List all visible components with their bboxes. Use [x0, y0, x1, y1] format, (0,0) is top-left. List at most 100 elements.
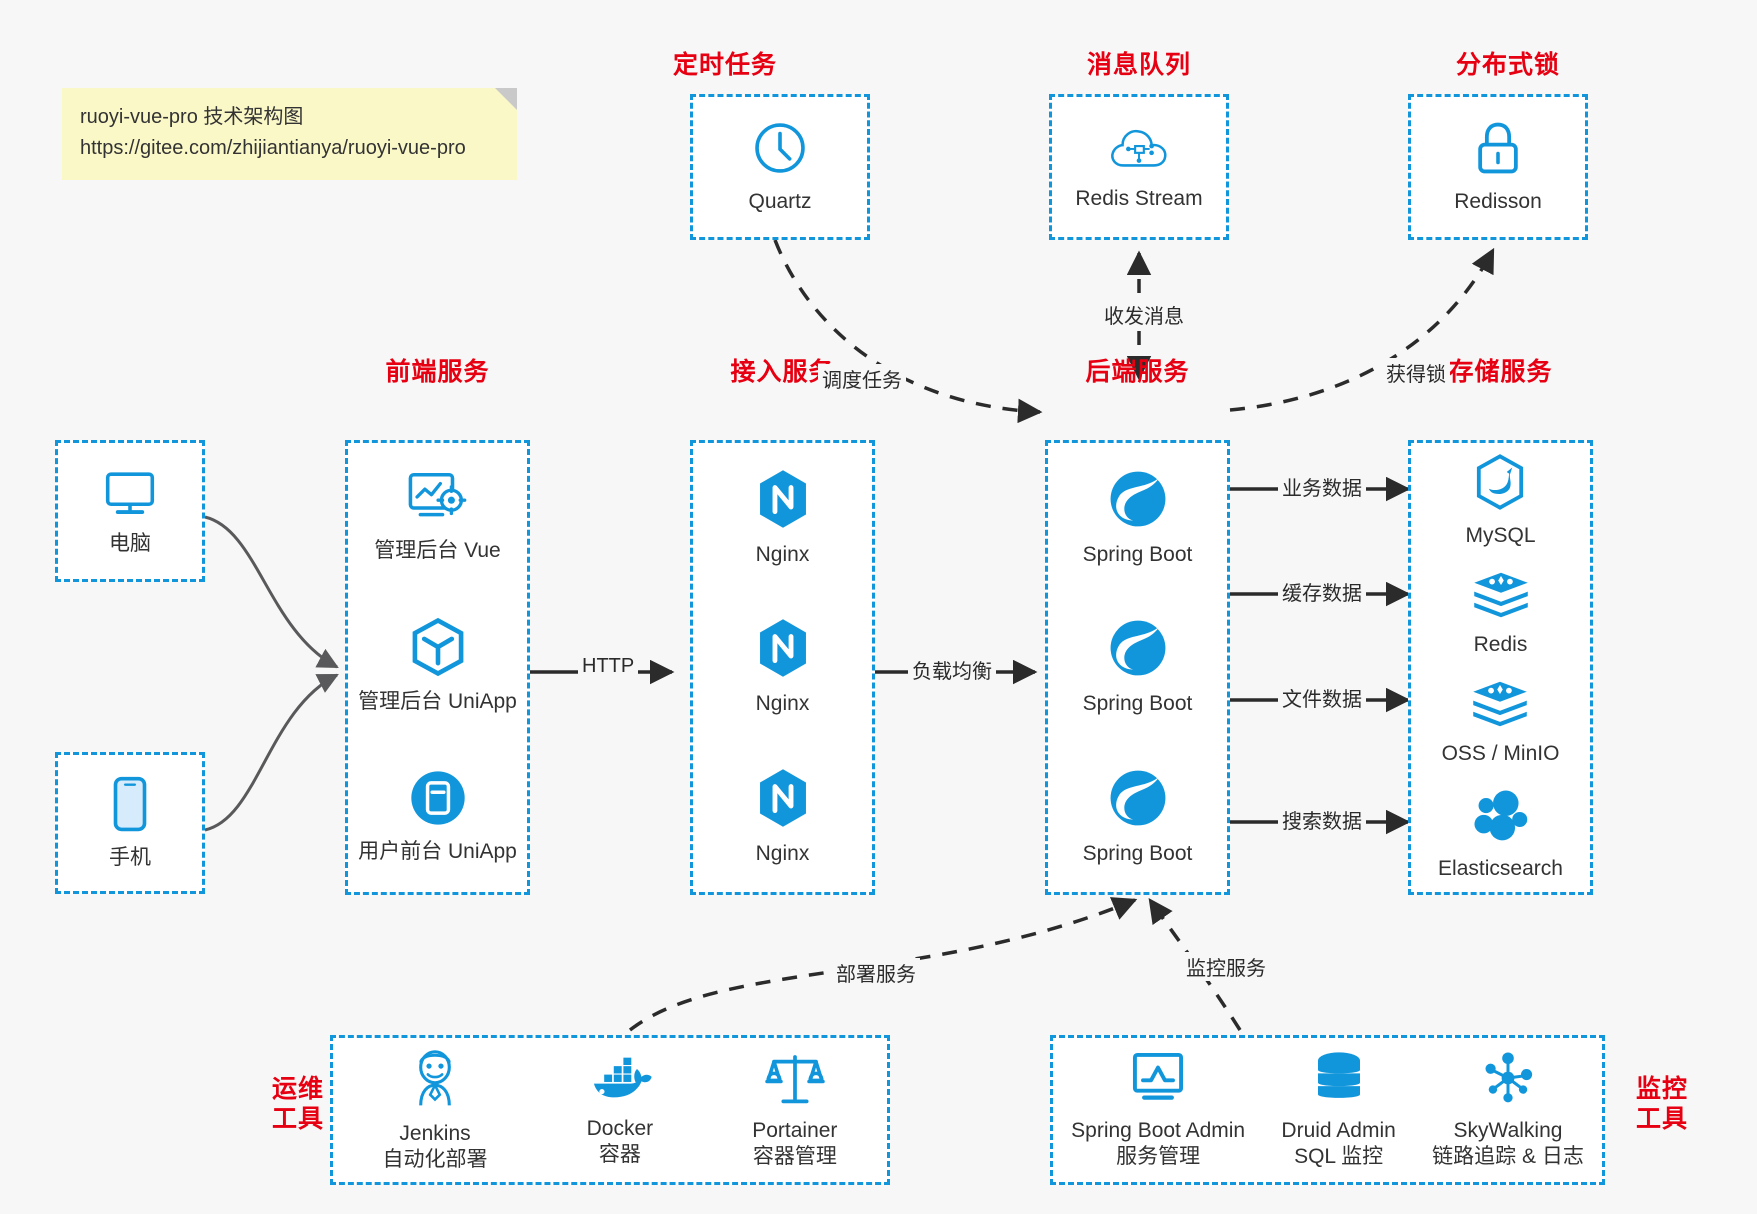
node-label: SkyWalking — [1453, 1118, 1563, 1142]
node-label: Jenkins — [399, 1121, 471, 1145]
dashboard-gear-icon — [406, 470, 468, 531]
node-label: Nginx — [755, 842, 810, 866]
group-title-gateway: 接入服务 — [730, 358, 835, 386]
node-label: 管理后台 Vue — [374, 538, 501, 562]
nginx-icon — [754, 767, 812, 834]
group-box-backend[interactable]: Spring Boot Spring Boot Spring Boot — [1045, 440, 1230, 895]
node-docker[interactable]: Docker 容器 — [586, 1052, 654, 1169]
node-label: Spring Boot Admin — [1071, 1118, 1246, 1142]
node-jenkins[interactable]: Jenkins 自动化部署 — [383, 1047, 488, 1174]
node-label: 管理后台 UniApp — [358, 690, 517, 714]
node-quartz[interactable]: Quartz — [748, 119, 812, 215]
node-sublabel: 自动化部署 — [382, 1148, 488, 1171]
note-line-url: https://gitee.com/zhijiantianya/ruoyi-vu… — [80, 137, 466, 159]
group-box-message-queue[interactable]: Redis Stream — [1049, 94, 1229, 240]
nginx-icon — [754, 617, 812, 684]
node-nginx-2[interactable]: Nginx — [754, 617, 812, 717]
group-title-devops: 运维 工具 — [258, 1075, 338, 1134]
node-label: Portainer — [752, 1118, 838, 1142]
node-label: 手机 — [109, 845, 151, 869]
node-redisson[interactable]: Redisson — [1454, 119, 1542, 215]
group-title-storage: 存储服务 — [1448, 358, 1553, 386]
node-mysql[interactable]: MySQL — [1465, 453, 1536, 549]
group-box-storage[interactable]: MySQL Redis — [1408, 440, 1593, 895]
group-title-message-queue: 消息队列 — [1086, 51, 1191, 79]
oss-stack-icon — [1471, 679, 1529, 734]
node-portainer[interactable]: Portainer 容器管理 — [752, 1050, 837, 1171]
edge-label-send-receive-message: 收发消息 — [1100, 300, 1188, 329]
node-oss-minio[interactable]: OSS / MinIO — [1442, 679, 1559, 767]
monitoring-title-line1: 监控 — [1635, 1075, 1688, 1103]
desktop-monitor-icon — [101, 465, 159, 524]
node-skywalking[interactable]: SkyWalking 链路追踪 & 日志 — [1432, 1050, 1584, 1171]
monitoring-title-line2: 工具 — [1635, 1104, 1688, 1133]
client-box-desktop[interactable]: 电脑 — [55, 440, 205, 582]
edge-label-cache-data: 缓存数据 — [1278, 577, 1366, 606]
group-box-monitoring[interactable]: Spring Boot Admin 服务管理 Druid Admin SQL 监… — [1050, 1035, 1605, 1185]
node-desktop[interactable]: 电脑 — [101, 465, 159, 557]
node-admin-vue[interactable]: 管理后台 Vue — [374, 470, 501, 564]
note-line-title: ruoyi-vue-pro 技术架构图 — [80, 106, 304, 128]
node-label: Redis Stream — [1075, 186, 1203, 210]
edge-label-load-balance: 负载均衡 — [908, 655, 996, 684]
node-label: Elasticsearch — [1438, 856, 1563, 880]
node-label: Spring Boot — [1082, 692, 1193, 716]
note-fold-corner — [495, 88, 517, 110]
node-label: Spring Boot — [1082, 842, 1193, 866]
node-label: Docker — [586, 1116, 654, 1140]
mobile-phone-icon — [108, 775, 152, 838]
node-user-uniapp[interactable]: 用户前台 UniApp — [358, 769, 517, 865]
node-spring-boot-1[interactable]: Spring Boot — [1083, 468, 1192, 568]
group-title-scheduled-task: 定时任务 — [672, 51, 777, 79]
node-nginx-1[interactable]: Nginx — [754, 468, 812, 568]
node-admin-uniapp[interactable]: 管理后台 UniApp — [358, 617, 517, 715]
node-label: Nginx — [755, 542, 810, 566]
cube-icon — [409, 617, 467, 682]
spring-leaf-icon — [1107, 617, 1169, 684]
monitor-chart-icon — [1128, 1050, 1188, 1111]
group-title-frontend: 前端服务 — [385, 358, 490, 386]
node-label: Druid Admin — [1281, 1118, 1396, 1142]
database-cylinder-icon — [1312, 1050, 1366, 1111]
group-box-gateway[interactable]: Nginx Nginx Nginx — [690, 440, 875, 895]
group-box-devops[interactable]: Jenkins 自动化部署 Docker 容器 — [330, 1035, 890, 1185]
node-label: Redis — [1473, 633, 1528, 656]
node-label: Quartz — [748, 189, 812, 213]
app-card-icon — [409, 769, 467, 832]
group-title-backend: 后端服务 — [1085, 358, 1190, 386]
node-redis-stream[interactable]: Redis Stream — [1075, 122, 1203, 212]
node-sublabel: 容器 — [598, 1143, 641, 1166]
node-label: Redisson — [1454, 189, 1542, 213]
devops-title-line1: 运维 — [271, 1075, 324, 1103]
node-nginx-3[interactable]: Nginx — [754, 767, 812, 867]
node-spring-boot-admin[interactable]: Spring Boot Admin 服务管理 — [1071, 1050, 1245, 1171]
edge-label-monitor-service: 监控服务 — [1182, 952, 1270, 981]
mysql-dolphin-icon — [1472, 453, 1528, 516]
edge-label-schedule-task: 调度任务 — [818, 364, 906, 393]
node-spring-boot-3[interactable]: Spring Boot — [1082, 767, 1193, 867]
node-label: 用户前台 UniApp — [358, 840, 517, 864]
group-box-frontend[interactable]: 管理后台 Vue 管理后台 UniApp 用户前台 UniApp — [345, 440, 530, 895]
node-phone[interactable]: 手机 — [108, 775, 152, 871]
lock-icon — [1471, 119, 1525, 182]
edge-label-search-data: 搜索数据 — [1278, 805, 1366, 834]
devops-title-line2: 工具 — [271, 1104, 324, 1133]
edge-label-business-data: 业务数据 — [1278, 472, 1366, 501]
group-title-monitoring: 监控 工具 — [1622, 1075, 1702, 1134]
client-box-phone[interactable]: 手机 — [55, 752, 205, 894]
group-box-scheduled-task[interactable]: Quartz — [690, 94, 870, 240]
node-sublabel: 链路追踪 & 日志 — [1432, 1145, 1584, 1168]
group-box-distributed-lock[interactable]: Redisson — [1408, 94, 1588, 240]
node-elasticsearch[interactable]: Elasticsearch — [1438, 788, 1563, 882]
node-sublabel: SQL 监控 — [1294, 1145, 1384, 1168]
edge-label-acquire-lock: 获得锁 — [1382, 358, 1450, 387]
node-druid-admin[interactable]: Druid Admin SQL 监控 — [1281, 1050, 1396, 1171]
node-label: Nginx — [755, 692, 810, 716]
redis-stack-icon — [1472, 570, 1530, 625]
node-redis[interactable]: Redis — [1472, 570, 1530, 658]
node-spring-boot-2[interactable]: Spring Boot — [1082, 617, 1193, 717]
docker-whale-icon — [587, 1052, 653, 1109]
elasticsearch-icon — [1471, 788, 1529, 849]
node-label: 电脑 — [109, 531, 151, 555]
group-title-distributed-lock: 分布式锁 — [1455, 51, 1560, 79]
